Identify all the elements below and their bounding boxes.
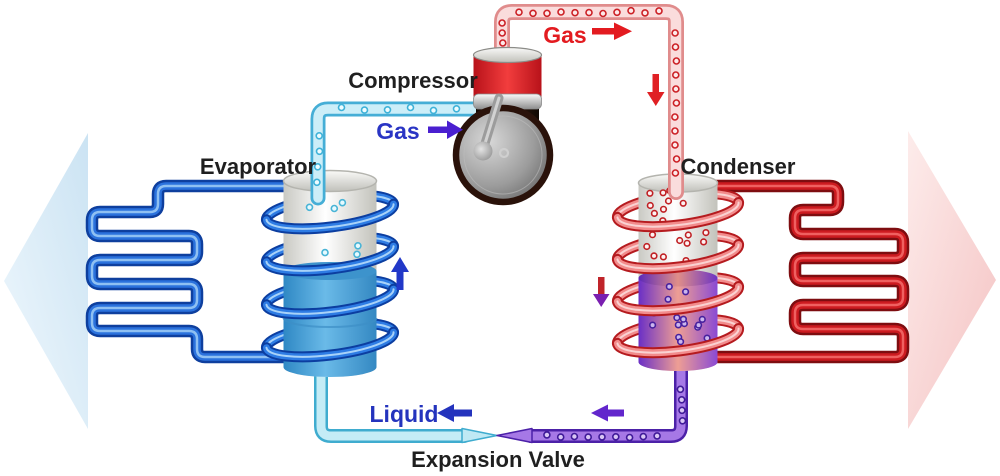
compressor xyxy=(452,46,554,206)
evaporator-coil-front xyxy=(260,198,400,363)
evaporator-top-rim xyxy=(282,169,378,193)
suction-gas-pipe xyxy=(313,104,482,203)
compressor-top-rim xyxy=(472,46,543,64)
hot-gas-label: Gas xyxy=(543,22,586,48)
condenser-coil-front xyxy=(611,197,745,359)
hot-gas-flow-down-arrow xyxy=(647,74,665,106)
condenser-outlet-pipe xyxy=(524,355,688,443)
evaporator-outlet-pipe xyxy=(316,353,469,441)
cold-air-out-arrow xyxy=(4,133,88,429)
pipe-bubbles xyxy=(313,6,687,442)
condenser-outlet-pipe xyxy=(526,357,686,441)
evaporator-serpentine-pipe xyxy=(90,184,332,359)
liquid-flow-left-arrow xyxy=(437,404,472,422)
evaporator-label: Evaporator xyxy=(200,154,317,179)
cold-gas-flow-right-arrow xyxy=(428,120,463,139)
expansion-flow-left-arrow xyxy=(591,404,624,422)
compressor-center-pin xyxy=(498,147,510,159)
liquid-label: Liquid xyxy=(370,401,439,427)
expansion-valve-outlet-cone xyxy=(496,427,533,444)
hot-air-out-arrow xyxy=(908,131,996,429)
evaporator-flow-up-arrow xyxy=(391,257,409,290)
condenser-label: Condenser xyxy=(681,154,796,179)
condenser-flow-down-arrow xyxy=(593,277,610,307)
expansion-valve-label: Expansion Valve xyxy=(411,447,585,472)
cold-gas-label: Gas xyxy=(376,118,419,144)
condenser-serpentine-pipe xyxy=(688,184,905,359)
compressor-label: Compressor xyxy=(348,68,478,93)
hot-gas-flow-right-arrow xyxy=(592,22,632,40)
expansion-valve-inlet-cone xyxy=(461,427,498,444)
compressor-rod-hub xyxy=(473,141,493,161)
compressor-flywheel xyxy=(452,104,554,206)
